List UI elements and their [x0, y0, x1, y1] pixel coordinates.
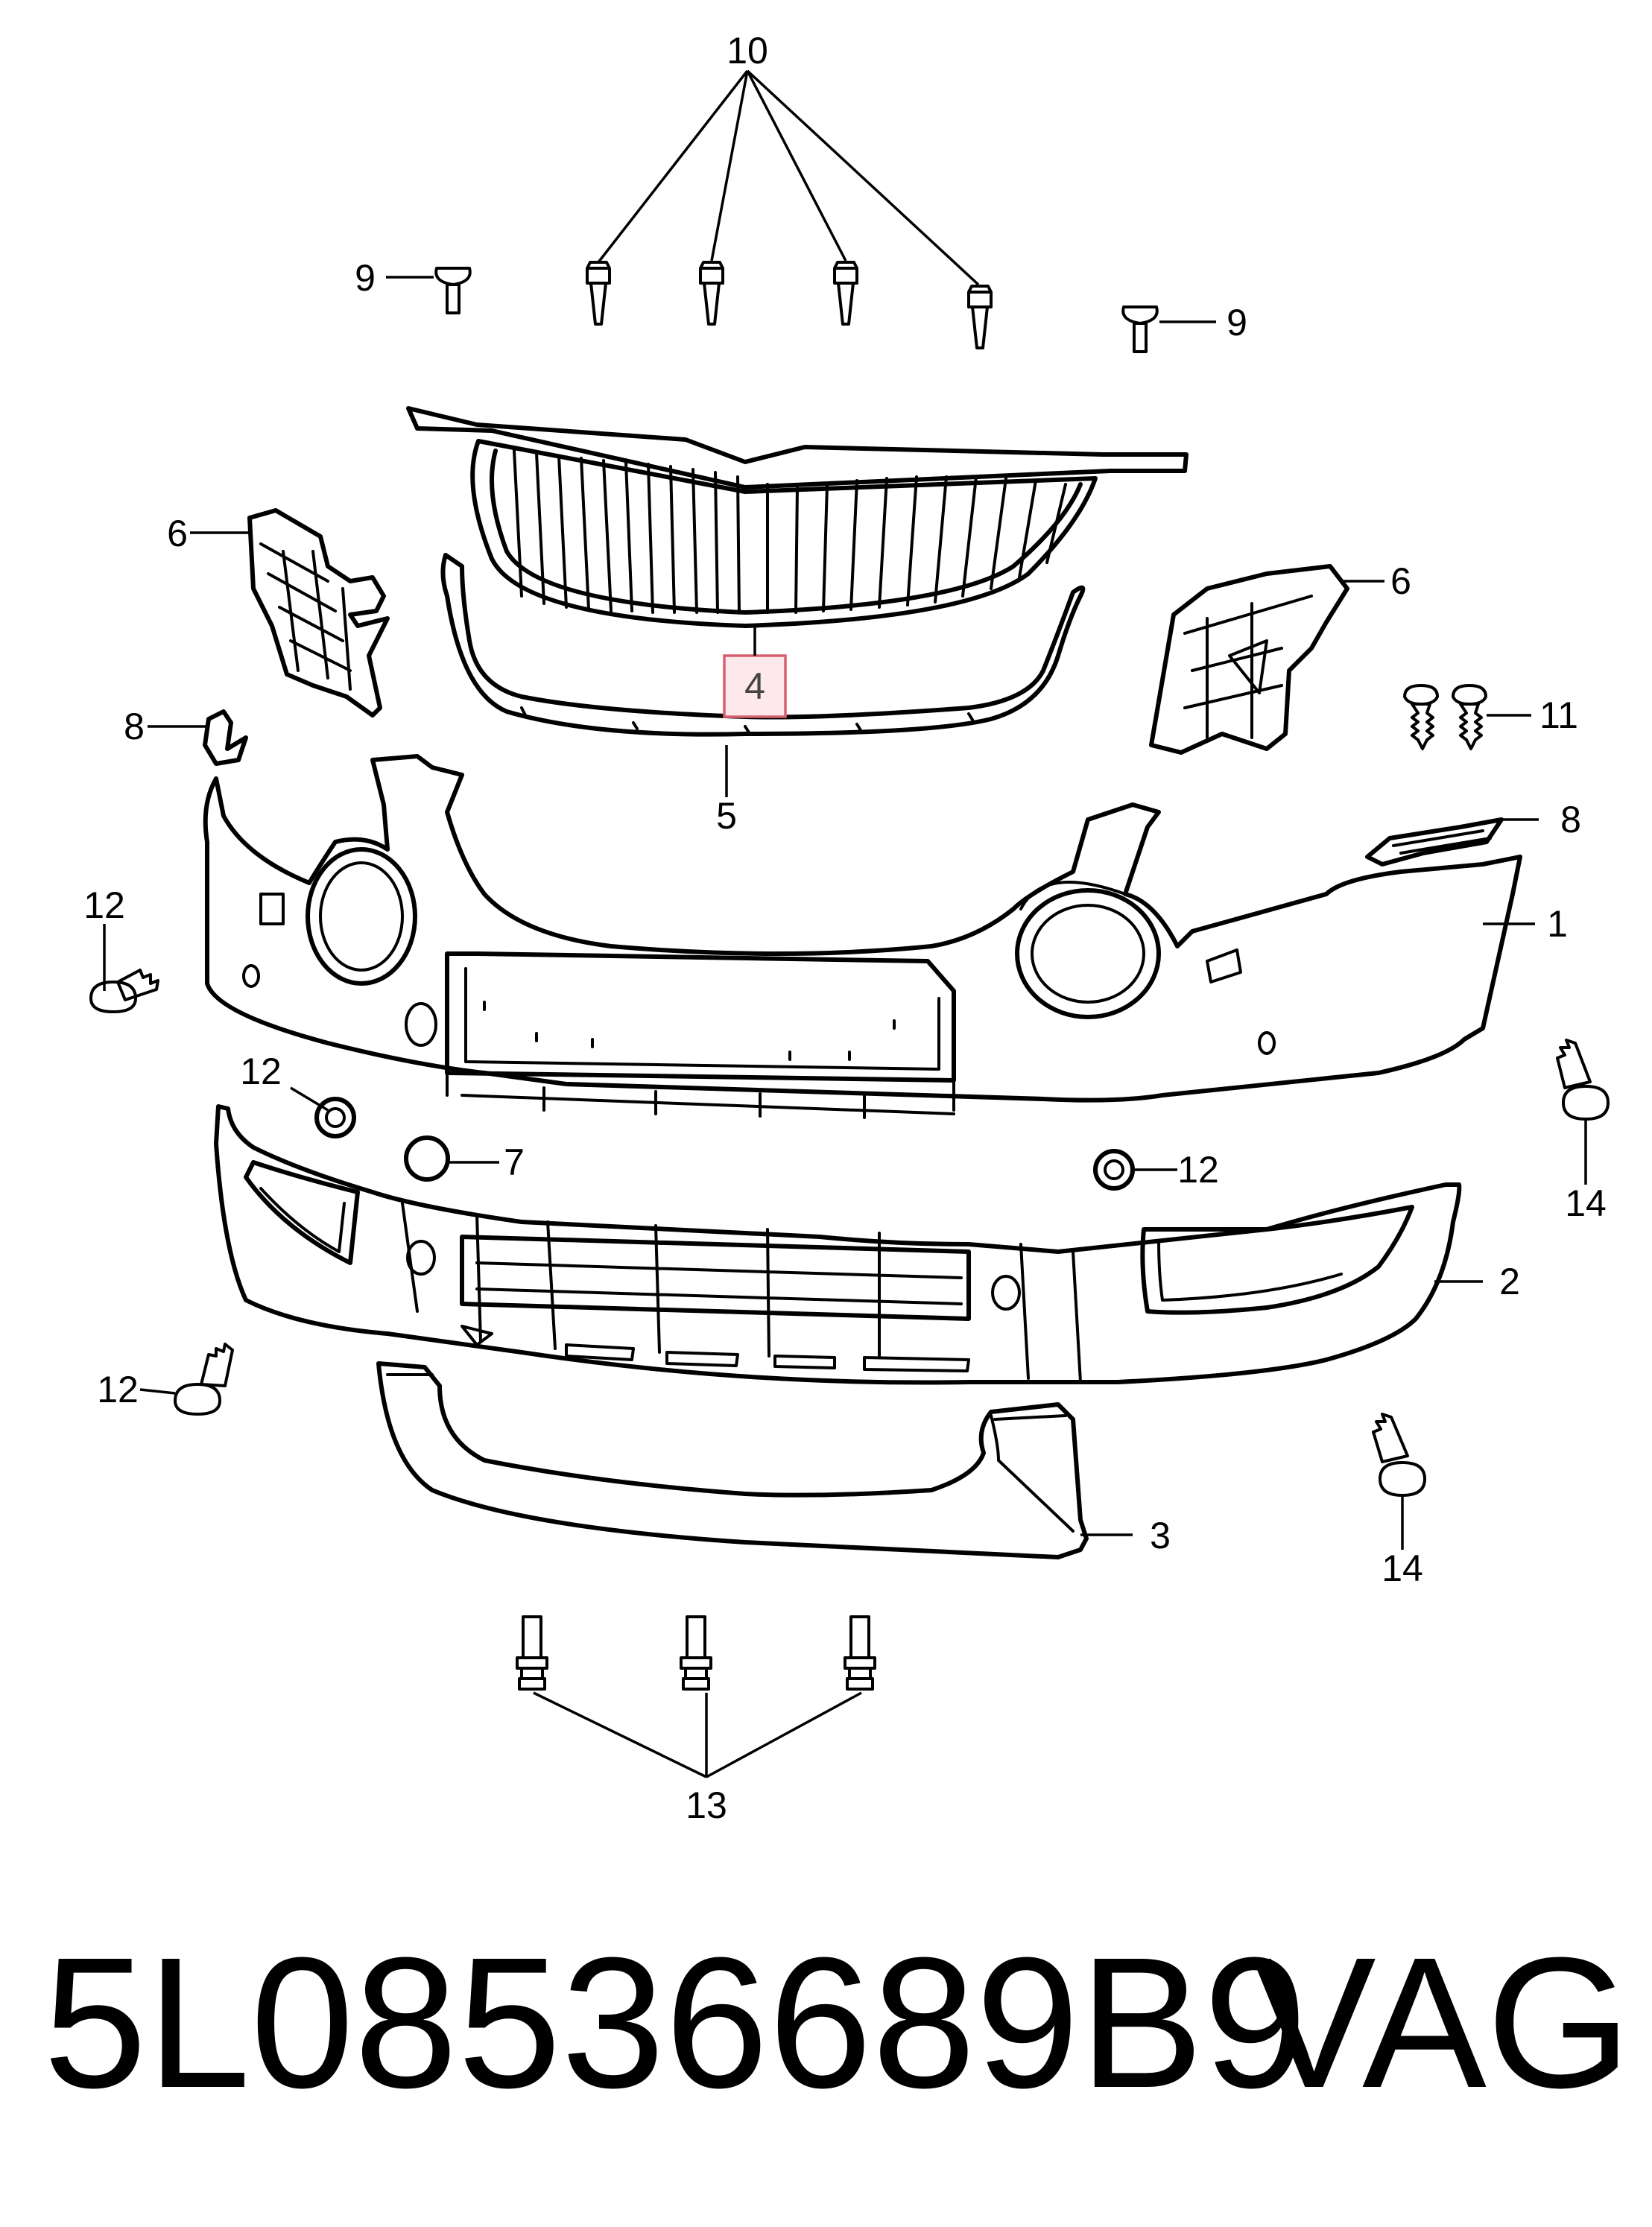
bracket-6-left: [247, 508, 390, 717]
screw-12-lower-left: [174, 1343, 234, 1416]
callout-1: 1: [1547, 903, 1568, 945]
callout-2: 2: [1499, 1261, 1520, 1302]
callout-11: 11: [1539, 694, 1578, 736]
callout-12-upper-left: 12: [83, 884, 125, 926]
screw-14-lower: [1372, 1413, 1426, 1497]
grommet-12-right: [1093, 1149, 1135, 1191]
grommet-12-left: [314, 1097, 356, 1138]
clip-8-right: [1365, 817, 1504, 867]
screw-12-upper-left: [89, 969, 159, 1013]
bumper-cover-1: [203, 754, 1522, 1119]
part-number: 5L08536689B9: [43, 1919, 1308, 2126]
callout-9-right: 9: [1227, 302, 1247, 343]
brand-label: VAG: [1252, 1919, 1632, 2126]
callout-5: 5: [716, 795, 737, 837]
callout-14-upper: 14: [1565, 1182, 1607, 1224]
callout-labels: 10 9 9 6 6 11 8 8 5 12 1 12 7 12 14 2 12…: [83, 30, 1607, 1826]
callout-8-left: 8: [124, 706, 145, 747]
lower-bumper-2: [214, 1104, 1462, 1385]
cap-7: [404, 1135, 450, 1182]
screws-10: [586, 69, 993, 349]
callout-10: 10: [727, 30, 768, 72]
callout-6-right: 6: [1390, 560, 1411, 602]
callout-3: 3: [1150, 1515, 1171, 1556]
clip-8-left: [203, 709, 248, 766]
highlight-label-4: 4: [744, 665, 765, 707]
highlight-part-4[interactable]: 4: [723, 654, 787, 718]
bracket-6-right: [1149, 564, 1349, 755]
callout-6-left: 6: [167, 513, 188, 554]
callout-12-grommet-left: 12: [240, 1051, 282, 1092]
screws-11: [1403, 684, 1487, 750]
callout-9-left: 9: [355, 257, 376, 299]
screws-9: [434, 267, 1159, 353]
callout-12-lower-left: 12: [97, 1369, 139, 1410]
callout-8-right: 8: [1560, 799, 1581, 840]
frame-strip-5: [440, 553, 1086, 737]
fasteners-13: [516, 1615, 876, 1691]
grille-4: [406, 406, 1189, 628]
callout-14-lower: 14: [1382, 1548, 1423, 1589]
callout-12-grommet-right: 12: [1177, 1149, 1219, 1191]
callout-13: 13: [686, 1784, 727, 1826]
lower-trim-3: [376, 1361, 1089, 1559]
callout-7: 7: [504, 1141, 525, 1183]
screw-14-upper: [1556, 1039, 1610, 1121]
